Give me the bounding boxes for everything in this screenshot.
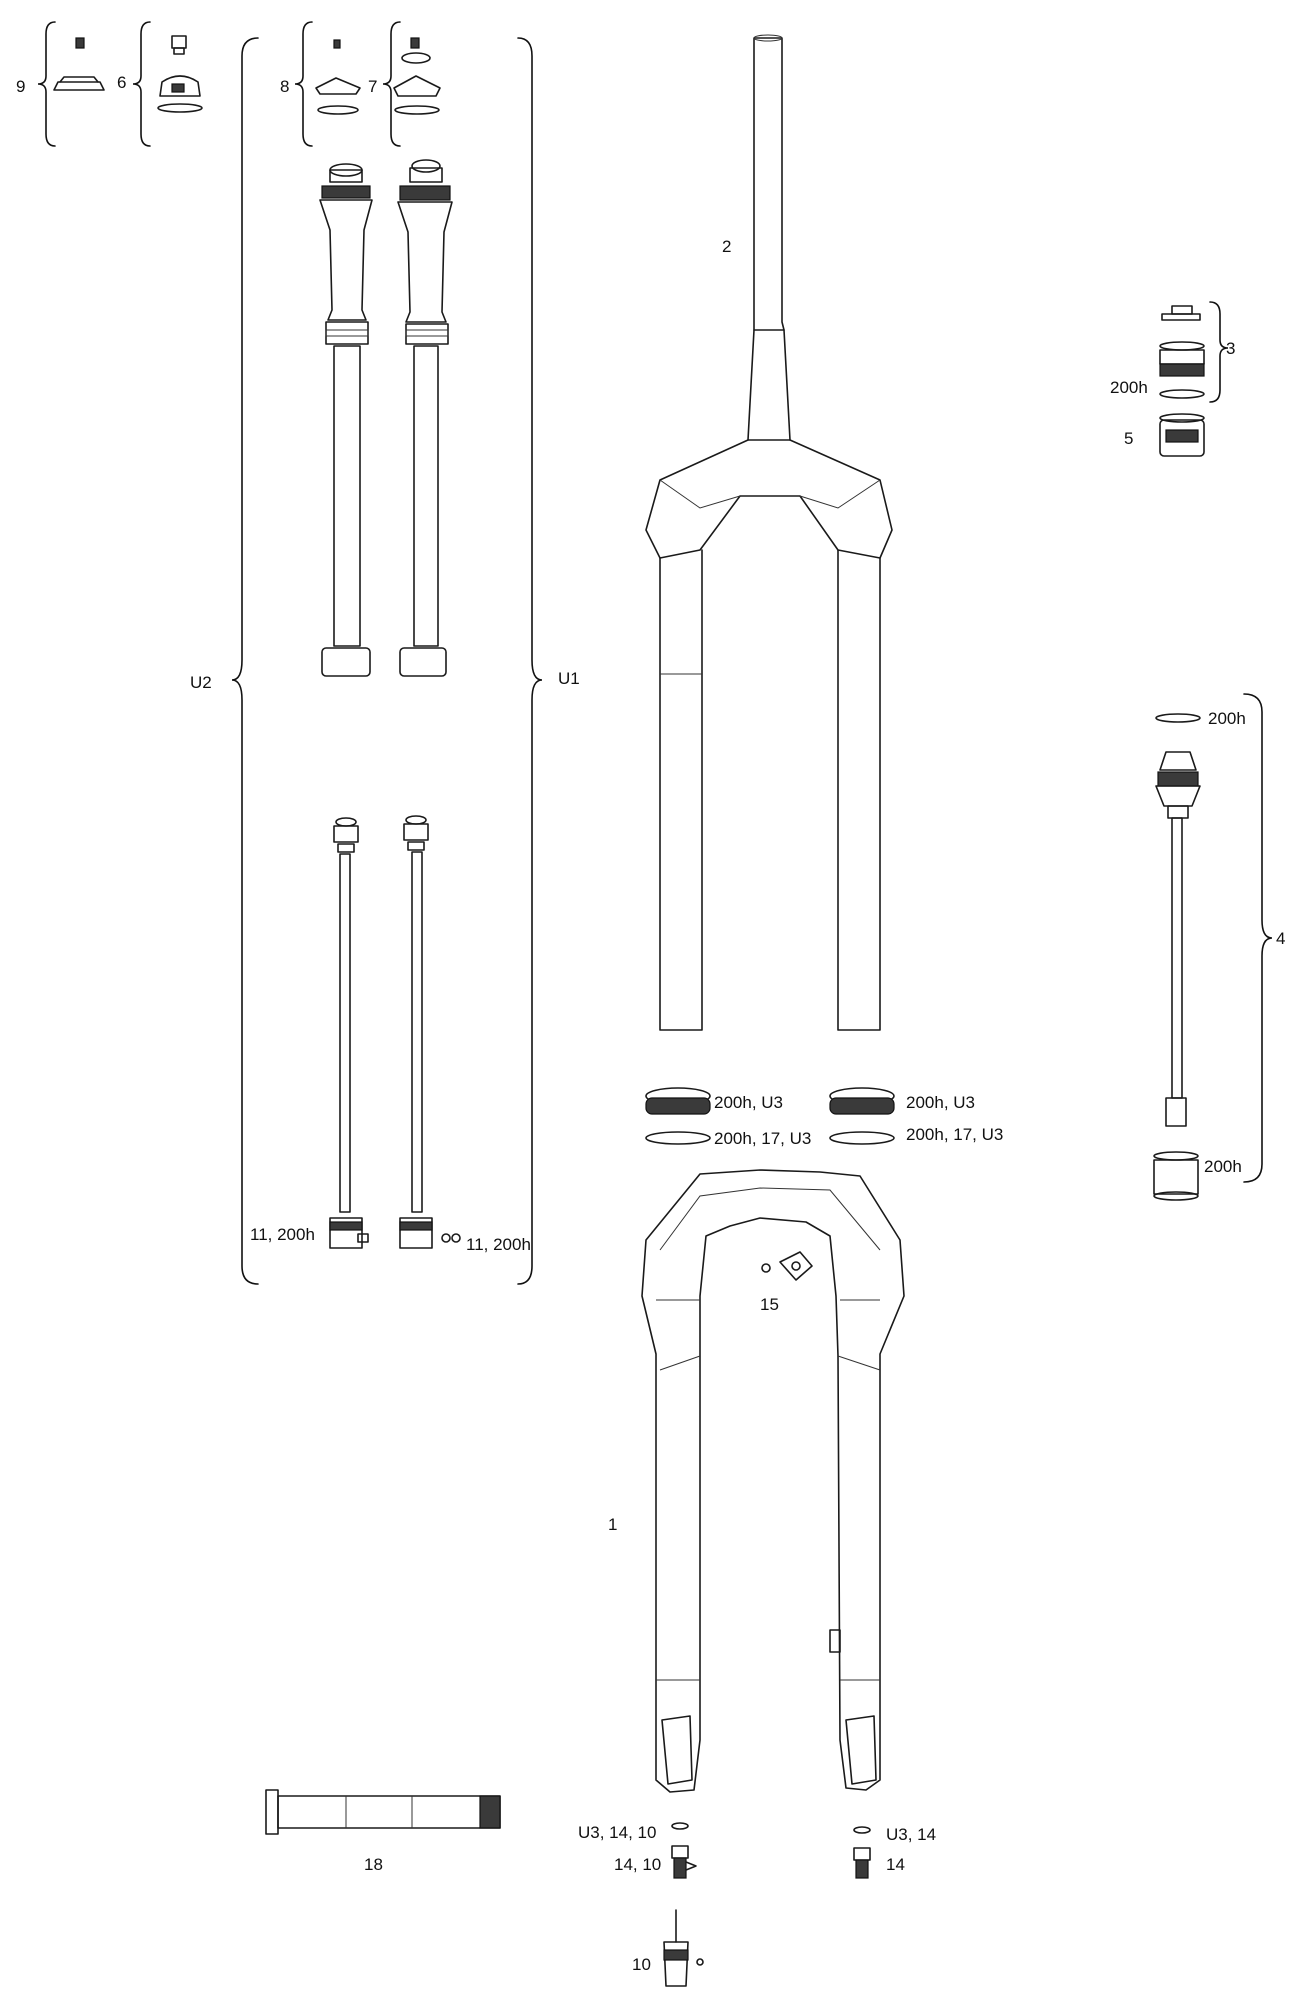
callout-bolt-right-b: 14 bbox=[886, 1855, 905, 1874]
callout-7: 7 bbox=[368, 77, 377, 96]
callout-bolt-left-b: 14, 10 bbox=[614, 1855, 661, 1874]
part-18-axle bbox=[265, 1789, 501, 1835]
part-1-lower-legs bbox=[641, 1169, 905, 1793]
part-10-rebound-knob bbox=[663, 1909, 704, 1987]
cartridge-right-upper bbox=[397, 159, 453, 677]
callout-3-200h: 200h bbox=[1110, 378, 1148, 397]
callout-11-right: 11, 200h bbox=[466, 1235, 531, 1254]
callout-2: 2 bbox=[722, 237, 731, 256]
callout-15: 15 bbox=[760, 1295, 779, 1314]
callout-U2: U2 bbox=[190, 673, 212, 692]
part-7-top-cap bbox=[382, 21, 441, 147]
shaft-right bbox=[399, 815, 461, 1249]
callout-4-bottom-200h: 200h bbox=[1204, 1157, 1242, 1176]
callout-seal-right-b: 200h, 17, U3 bbox=[906, 1125, 1003, 1144]
part-15-bleed-valve bbox=[761, 1251, 813, 1281]
part-3-air-top-cap bbox=[1159, 301, 1229, 403]
part-9-top-cap bbox=[37, 21, 105, 147]
callout-10: 10 bbox=[632, 1955, 651, 1974]
callout-seal-left-b: 200h, 17, U3 bbox=[714, 1129, 811, 1148]
part-2-crown-steerer-uppers bbox=[645, 34, 893, 1031]
brace-U1 bbox=[517, 37, 543, 1285]
part-6-top-cap bbox=[132, 21, 203, 147]
callout-4-top-200h: 200h bbox=[1208, 709, 1246, 728]
seal-left bbox=[645, 1087, 711, 1145]
seal-right bbox=[829, 1087, 895, 1145]
callout-4: 4 bbox=[1276, 929, 1285, 948]
part-4-air-spring bbox=[1153, 693, 1273, 1201]
shaft-left bbox=[329, 817, 369, 1249]
callout-18: 18 bbox=[364, 1855, 383, 1874]
callout-11-left: 11, 200h bbox=[250, 1225, 315, 1244]
cartridge-left-upper bbox=[319, 163, 373, 677]
callout-9: 9 bbox=[16, 77, 25, 96]
part-5-top-cap bbox=[1159, 413, 1205, 457]
part-8-top-cap bbox=[294, 21, 361, 147]
callout-bolt-right-a: U3, 14 bbox=[886, 1825, 936, 1844]
brace-U2 bbox=[231, 37, 259, 1285]
callout-seal-right-a: 200h, U3 bbox=[906, 1093, 975, 1112]
callout-3: 3 bbox=[1226, 339, 1235, 358]
bolt-right bbox=[853, 1826, 871, 1879]
callout-bolt-left-a: U3, 14, 10 bbox=[578, 1823, 656, 1842]
bolt-left bbox=[671, 1822, 697, 1879]
callout-1: 1 bbox=[608, 1515, 617, 1534]
callout-8: 8 bbox=[280, 77, 289, 96]
callout-U1: U1 bbox=[558, 669, 580, 688]
callout-5: 5 bbox=[1124, 429, 1133, 448]
callout-seal-left-a: 200h, U3 bbox=[714, 1093, 783, 1112]
callout-6: 6 bbox=[117, 73, 126, 92]
